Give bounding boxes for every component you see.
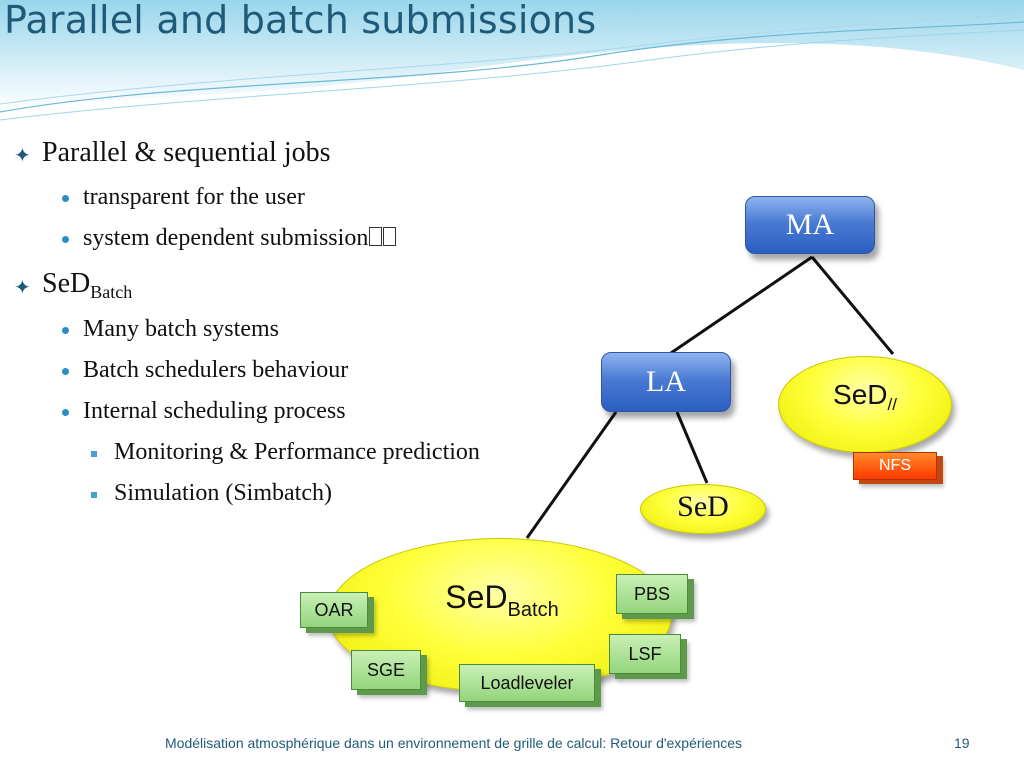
sed-batch-label: SeDBatch	[417, 579, 587, 622]
bullet-monitoring: Monitoring & Performance prediction	[114, 439, 480, 465]
dot-bullet-icon	[62, 236, 69, 243]
connector-la-sed	[675, 411, 709, 484]
bullet-many-batch: Many batch systems	[83, 316, 279, 342]
sed-node: SeD	[640, 484, 766, 534]
missing-glyph-icon	[383, 227, 397, 246]
bullet-transparent: transparent for the user	[83, 184, 305, 210]
square-bullet-icon	[91, 451, 97, 457]
slide-title: Parallel and batch submissions	[4, 0, 597, 42]
bullet-simulation: Simulation (Simbatch)	[114, 480, 332, 506]
star-bullet-icon: ✦	[14, 145, 31, 167]
star-bullet-icon: ✦	[14, 277, 31, 299]
dot-bullet-icon	[62, 195, 69, 202]
bullet-schedulers: Batch schedulers behaviour	[83, 357, 349, 383]
nfs-box: NFS	[853, 452, 937, 480]
page-number: 19	[954, 735, 970, 751]
sed-parallel-label-sub: //	[887, 395, 897, 414]
bullet-sed-batch-sub: Batch	[90, 282, 133, 302]
sed-parallel-label-main: SeD	[833, 379, 888, 410]
ma-node: MA	[745, 196, 875, 254]
bullet-parallel-jobs: Parallel & sequential jobs	[42, 137, 331, 168]
square-bullet-icon	[91, 492, 97, 498]
bullet-system-dependent-text: system dependent submission	[83, 225, 369, 251]
sge-box: SGE	[351, 650, 421, 690]
oar-box: OAR	[300, 592, 368, 628]
footer-text: Modélisation atmosphérique dans un envir…	[165, 735, 743, 751]
bullet-sed-batch-main: SeD	[42, 268, 91, 299]
bullet-system-dependent: system dependent submission	[83, 225, 397, 252]
bullet-sed-batch: SeDBatch	[42, 268, 132, 303]
sed-parallel-node: SeD//	[778, 356, 952, 453]
dot-bullet-icon	[62, 409, 69, 416]
la-node: LA	[601, 352, 731, 412]
dot-bullet-icon	[62, 327, 69, 334]
connector-la-sed-batch	[525, 411, 618, 539]
bullet-list: ✦ Parallel & sequential jobs transparent…	[0, 0, 600, 520]
dot-bullet-icon	[62, 368, 69, 375]
connector-ma-sed-parallel	[810, 256, 895, 355]
loadleveler-box: Loadleveler	[459, 664, 595, 702]
sed-label: SeD	[677, 490, 729, 523]
bullet-internal-scheduling: Internal scheduling process	[83, 398, 346, 424]
pbs-box: PBS	[616, 574, 688, 614]
connector-ma-la	[667, 255, 813, 357]
sed-parallel-label: SeD//	[779, 379, 951, 415]
sed-batch-label-sub: Batch	[507, 599, 559, 621]
lsf-box: LSF	[609, 634, 681, 674]
header-wave-background	[0, 0, 1024, 121]
sed-batch-label-main: SeD	[445, 579, 508, 615]
missing-glyph-icon	[369, 227, 383, 246]
